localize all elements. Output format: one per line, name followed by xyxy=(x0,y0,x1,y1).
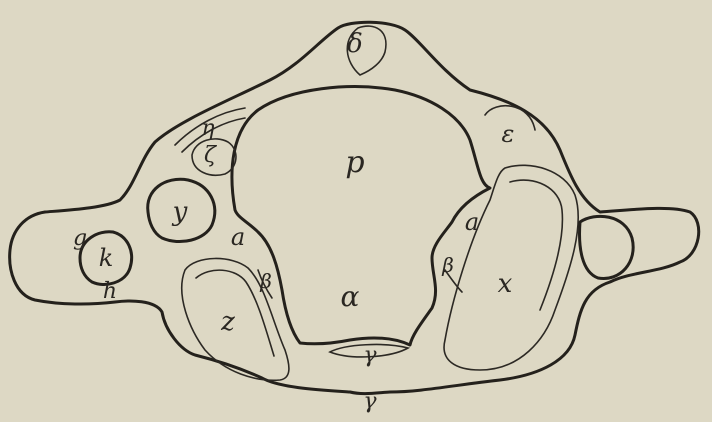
label-p: p xyxy=(345,145,364,180)
label-zeta: ζ xyxy=(204,143,218,168)
label-beta-right: β xyxy=(441,253,454,277)
label-epsilon: ε xyxy=(502,120,515,148)
label-beta-left: β xyxy=(259,269,272,293)
label-x: x xyxy=(498,269,513,299)
label-a-left: a xyxy=(231,223,245,251)
label-y: y xyxy=(172,197,188,227)
label-gamma-inner: γ xyxy=(363,343,377,368)
label-gamma-outer: γ xyxy=(363,389,377,414)
label-h: h xyxy=(103,279,117,304)
label-eta: η xyxy=(201,116,214,141)
label-a-right: a xyxy=(465,208,479,236)
label-alpha: α xyxy=(341,280,360,313)
label-g: g xyxy=(73,226,87,251)
label-k: k xyxy=(99,244,114,272)
label-delta: δ xyxy=(347,29,363,59)
label-z: z xyxy=(220,307,235,337)
